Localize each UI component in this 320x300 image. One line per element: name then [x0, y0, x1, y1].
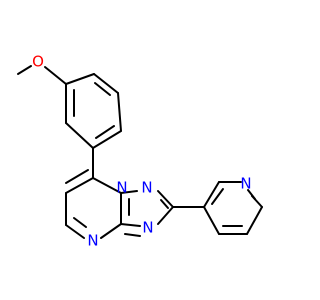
nitrogen-atom-label: N	[87, 232, 98, 250]
bond-layer	[17, 65, 263, 239]
pyrimidine-double-bond-1	[65, 169, 89, 184]
phenyl-bond-1	[65, 73, 95, 85]
pyridine-bond-1	[203, 181, 220, 208]
triazole-bond-2	[157, 190, 174, 208]
triazole-double-bond-4	[124, 233, 141, 237]
nitrogen-atom-label: N	[240, 175, 251, 193]
methyl-oxygen-bond	[17, 65, 32, 75]
oxygen-ring-bond	[44, 66, 67, 85]
phenyl-double-bond-4	[95, 125, 115, 139]
triazole-bond-4	[120, 223, 141, 227]
atom-label-layer: O N N N N N	[32, 53, 252, 250]
triazole-double-bond-2	[160, 199, 169, 209]
oxygen-atom-label: O	[32, 53, 44, 71]
triazole-bond-1	[120, 190, 138, 194]
phenyl-bond-3	[117, 92, 122, 132]
pyrimidine-bond-3	[65, 224, 85, 239]
chemical-structure-diagram: O N N N N N	[17, 52, 263, 250]
phenyl-bond-4	[92, 130, 122, 149]
phenyl-bond-5	[65, 122, 94, 149]
pyrimidine-double-bond-3	[73, 217, 87, 228]
nitrogen-atom-label: N	[116, 179, 127, 197]
pyrimidine-bond-6	[92, 177, 122, 194]
phenyl-bond-2	[93, 73, 119, 94]
nitrogen-atom-label: N	[142, 219, 153, 237]
pyridine-bond-6	[203, 206, 220, 235]
pyrimidine-bond-1	[65, 177, 94, 194]
triazole-bond-3	[157, 206, 174, 225]
phenyl-double-bond-2	[94, 82, 111, 96]
pyrimidine-bond-4	[100, 223, 122, 239]
pyridine-double-bond-1	[211, 188, 224, 205]
pyridine-double-bond-3	[247, 189, 256, 200]
pyridine-bond-4	[246, 206, 263, 235]
nitrogen-atom-label: N	[141, 179, 152, 197]
